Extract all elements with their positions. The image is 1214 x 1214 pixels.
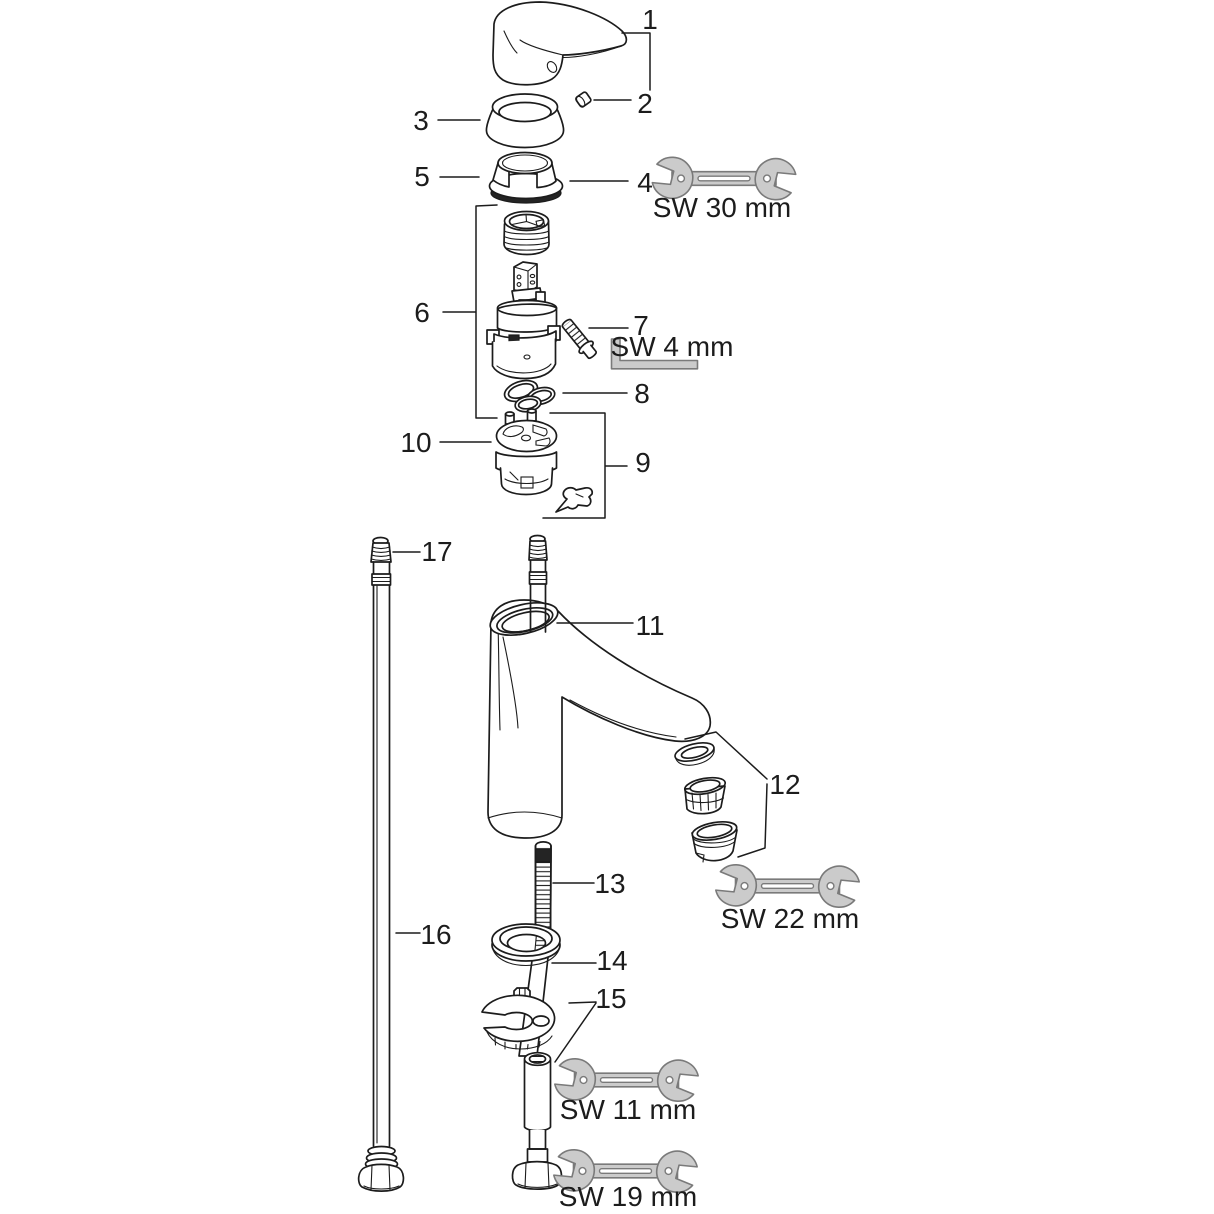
part-7-screw (561, 318, 598, 359)
part-label-15: 15 (595, 983, 626, 1014)
part-label-10: 10 (400, 427, 431, 458)
tool-label-sw11: SW 11 mm (560, 1094, 696, 1125)
cartridge-adapter-ring (503, 210, 550, 256)
diverter-clip (555, 486, 594, 513)
part-6-cartridge-assembly (486, 210, 561, 380)
tool-sw19-wrench: SW 19 mm (550, 1145, 701, 1212)
tool-label-sw4: SW 4 mm (611, 331, 734, 362)
leader-lines (392, 32, 768, 1063)
leader-1 (621, 32, 651, 91)
part-1-handle (492, 1, 628, 86)
part-8-o-ring-set (503, 379, 556, 413)
tool-label-sw22: SW 22 mm (721, 903, 859, 934)
part-label-3: 3 (413, 105, 429, 136)
part-label-12: 12 (769, 769, 800, 800)
fixation-claw (481, 994, 556, 1050)
part-number-labels: 1 2 3 4 5 6 7 8 9 10 11 12 13 14 15 16 1… (400, 4, 800, 1014)
aerator-insert (683, 776, 727, 815)
tool-sw22-wrench: SW 22 mm (712, 860, 863, 934)
part-label-1: 1 (642, 4, 658, 35)
part-label-5: 5 (414, 161, 430, 192)
part-label-4: 4 (637, 167, 653, 198)
body-top-opening (489, 602, 559, 636)
part-10-diverter-cartridge (495, 408, 594, 513)
fixation-socket-sleeve (511, 1051, 563, 1190)
tool-sw30-wrench: SW 30 mm (648, 152, 800, 223)
part-16-supply-hose (357, 536, 405, 1192)
part-11-faucet-body (487, 534, 712, 839)
part-label-16: 16 (420, 919, 451, 950)
part-2-grub-screw (575, 91, 592, 108)
part-label-11: 11 (635, 610, 664, 641)
aerator-seal (674, 742, 715, 766)
leader-15 (554, 1001, 597, 1063)
tool-sw4-allen-key: SW 4 mm (611, 331, 734, 370)
part-12-aerator-set (674, 742, 738, 863)
leader-9 (542, 412, 628, 519)
tool-label-sw30: SW 30 mm (653, 192, 791, 223)
tool-sw11-wrench: SW 11 mm (551, 1054, 702, 1125)
aerator-housing (691, 821, 738, 863)
part-14-base-gasket (491, 923, 561, 967)
part-3-escutcheon-ring (485, 93, 565, 149)
part-label-17: 17 (421, 536, 452, 567)
part-label-7: 7 (633, 310, 649, 341)
part-label-9: 9 (635, 447, 651, 478)
part-15-fixation-set (481, 987, 563, 1190)
body-connection-stem (528, 534, 548, 633)
part-label-13: 13 (594, 868, 625, 899)
hose-nut (357, 1145, 405, 1192)
leader-12 (684, 731, 768, 858)
leader-6 (442, 204, 498, 419)
part-label-8: 8 (634, 378, 650, 409)
part-label-14: 14 (596, 945, 627, 976)
part-label-2: 2 (637, 88, 653, 119)
cartridge-body (491, 338, 557, 380)
part-5-cartridge-nut (488, 151, 564, 204)
tool-label-sw19: SW 19 mm (559, 1181, 697, 1212)
part-label-6: 6 (414, 297, 430, 328)
